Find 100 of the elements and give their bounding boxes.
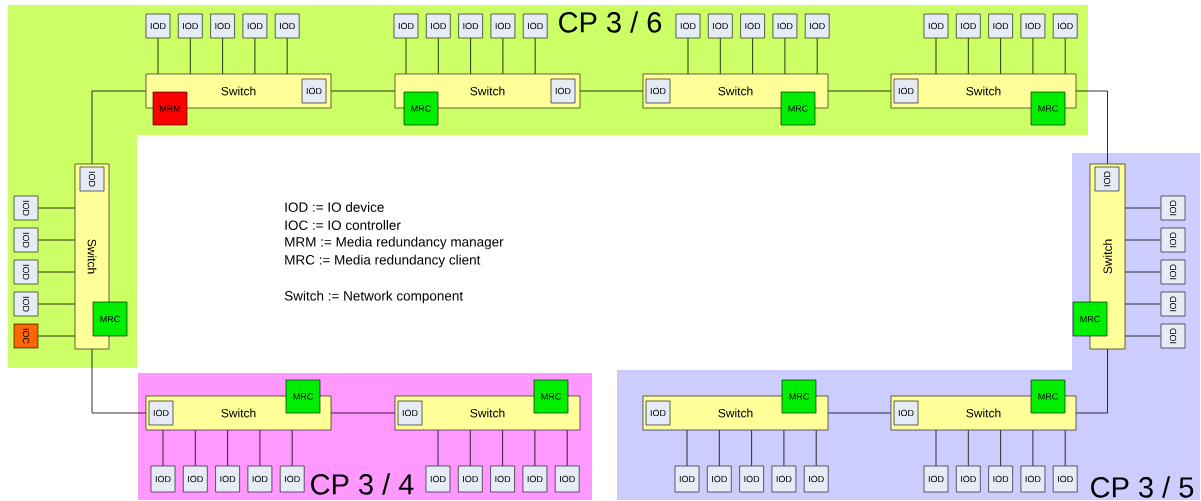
device-box: IOD — [393, 13, 419, 39]
device-box: IOD — [988, 13, 1013, 39]
connection-line — [1075, 90, 1108, 165]
redundancy-box: MRC — [92, 301, 128, 337]
device-box: IOD — [893, 400, 919, 426]
connection-line — [291, 429, 293, 467]
device-box: IOD — [458, 13, 483, 39]
device-box: IOD — [397, 400, 423, 426]
device-box: IOD — [1052, 465, 1078, 493]
device-box: IOD — [645, 400, 671, 426]
device-box: IOD — [13, 291, 39, 317]
connection-line — [222, 37, 223, 75]
connection-line — [470, 37, 471, 75]
connection-line — [1075, 348, 1108, 414]
redundancy-box: MRC — [781, 379, 817, 414]
device-box: IOD — [645, 78, 671, 104]
legend-text: MRC := Media redundancy client — [285, 254, 481, 268]
device-box: IOD — [148, 400, 174, 426]
connection-line — [815, 429, 817, 467]
connection-line — [37, 271, 76, 273]
connection-line — [502, 429, 503, 467]
device-box: IOD — [988, 465, 1013, 493]
device-box: IOD — [1052, 13, 1078, 39]
device-box: IOD — [739, 465, 764, 493]
connection-line — [579, 90, 644, 92]
connection-line — [437, 37, 439, 75]
legend-text: Switch := Network component — [284, 290, 464, 304]
redundancy-box: MRC — [1030, 91, 1066, 126]
legend-text: IOD := IO device — [285, 202, 384, 212]
connection-line — [330, 412, 396, 414]
connection-line — [935, 37, 937, 75]
connection-line — [1124, 335, 1162, 337]
connection-line — [37, 335, 76, 337]
connection-line — [189, 37, 191, 75]
connection-line — [1124, 303, 1162, 305]
connection-line — [534, 429, 536, 467]
device-box: IOD — [183, 465, 208, 493]
connection-line — [534, 37, 536, 75]
redundancy-box: MRC — [403, 91, 439, 126]
connection-line — [1124, 271, 1162, 273]
device-box: IOD — [1020, 13, 1046, 39]
device-box: IOD — [707, 465, 732, 493]
device-box: IOD — [923, 13, 949, 39]
connection-line — [1000, 37, 1001, 75]
device-box: IOD — [771, 465, 797, 493]
redundancy-box: MRM — [152, 91, 188, 126]
redundancy-box: MRC — [533, 379, 569, 414]
legend-text: MRM := Media redundancy manager — [285, 236, 504, 250]
connection-line — [162, 429, 164, 467]
connection-line — [1064, 37, 1066, 75]
device-box: IOD — [522, 465, 548, 493]
connection-line — [827, 412, 892, 414]
connection-line — [254, 37, 256, 75]
device-box: IOD — [1160, 259, 1186, 285]
connection-line — [1124, 239, 1162, 241]
device-box: IOD — [956, 465, 981, 493]
device-box: IOD — [1094, 166, 1120, 192]
device-box: IOD — [426, 13, 451, 39]
device-box: IOD — [13, 259, 39, 285]
connection-line — [783, 429, 785, 467]
device-box: IOD — [708, 13, 733, 39]
device-box: IOD — [674, 465, 700, 493]
connection-line — [752, 37, 753, 75]
connection-line — [1000, 429, 1001, 467]
device-box: IOD — [215, 465, 240, 493]
connection-line — [784, 37, 786, 75]
device-box: IOD — [145, 13, 171, 39]
connection-line — [935, 429, 937, 467]
device-box: IOD — [79, 166, 105, 192]
redundancy-box: MRC — [780, 91, 816, 126]
device-box: IOD — [893, 78, 919, 104]
device-box: IOD — [1020, 465, 1046, 493]
device-box: IOD — [242, 13, 268, 39]
connection-line — [967, 37, 969, 75]
connection-line — [37, 207, 76, 209]
device-box: IOD — [803, 465, 829, 493]
connection-line — [1032, 37, 1034, 75]
connection-line — [437, 429, 439, 467]
connection-line — [687, 37, 689, 75]
device-box: IOD — [210, 13, 235, 39]
connection-line — [37, 303, 76, 305]
device-box: IOD — [740, 13, 765, 39]
device-box: IOD — [13, 195, 39, 221]
device-box: IOD — [301, 78, 327, 104]
connection-line — [286, 37, 288, 75]
connection-line — [1064, 429, 1066, 467]
connection-line — [718, 429, 720, 467]
connection-line — [469, 429, 471, 467]
device-box: IOD — [458, 465, 483, 493]
connection-line — [227, 429, 228, 467]
device-box: IOD — [522, 13, 548, 39]
connection-line — [751, 429, 752, 467]
redundancy-box: MRC — [285, 379, 321, 414]
redundancy-box: MRC — [1030, 379, 1066, 414]
legend-text: IOC := IO controller — [285, 220, 401, 230]
device-box: IOD — [247, 465, 273, 493]
connection-line — [1124, 207, 1162, 209]
device-box: IOD — [923, 465, 949, 493]
connection-line — [686, 429, 688, 467]
device-box: IOD — [1160, 227, 1186, 253]
